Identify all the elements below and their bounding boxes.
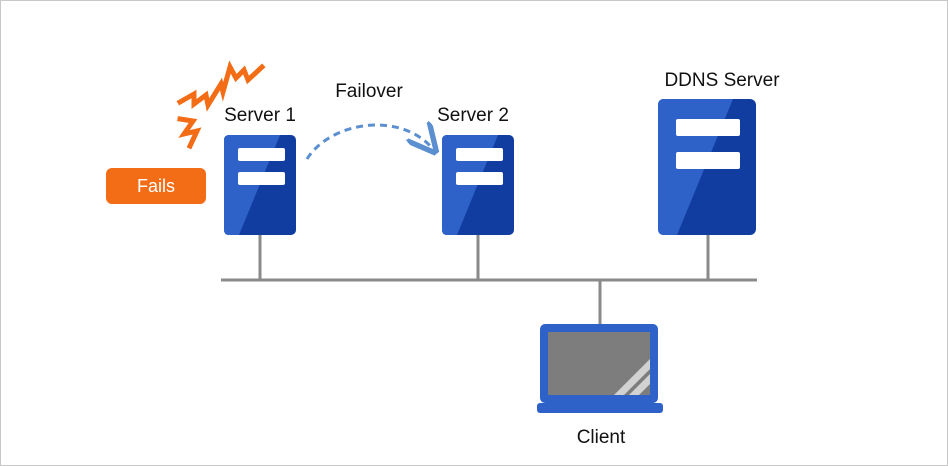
laptop-icon <box>537 324 663 413</box>
client-label: Client <box>577 427 626 448</box>
network <box>221 235 757 324</box>
fails-badge-background <box>106 168 206 204</box>
server2-node: Server 2 <box>437 105 514 235</box>
failover-label: Failover <box>335 81 403 102</box>
failover-arrow <box>305 125 433 160</box>
fails-badge: Fails <box>106 168 206 204</box>
server1-node: Server 1 <box>224 105 296 235</box>
ddns-server-node: DDNS Server <box>658 70 780 235</box>
server-icon <box>442 135 514 235</box>
failure-burst-icon <box>176 60 266 150</box>
server2-label: Server 2 <box>437 105 509 126</box>
server1-label: Server 1 <box>224 105 296 126</box>
ddns-server-label: DDNS Server <box>664 70 780 91</box>
failover-transition: Failover <box>305 81 433 160</box>
fails-badge-text: Fails <box>137 176 175 196</box>
server-icon <box>658 99 756 235</box>
client-node: Client <box>537 324 663 448</box>
server-icon <box>224 135 296 235</box>
